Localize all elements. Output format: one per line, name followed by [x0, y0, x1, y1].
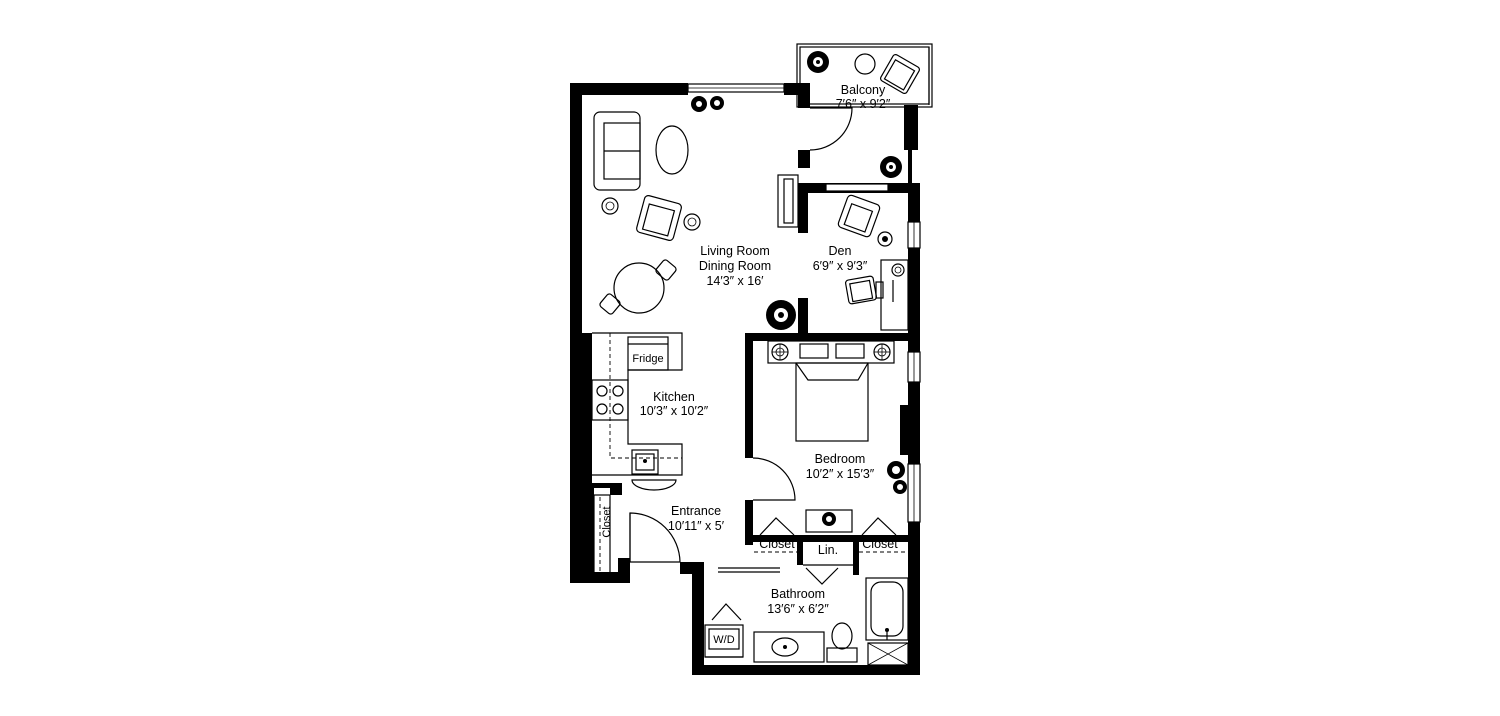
kitchen-sink-icon	[631, 449, 659, 475]
armchair-icon	[636, 195, 682, 241]
tv-stand-icon	[777, 174, 799, 228]
bathroom-fixtures: W/D	[704, 567, 909, 666]
plant-icon	[822, 512, 836, 526]
living-room-furniture	[593, 96, 799, 330]
kitchen-size: 10′3″ x 10′2″	[640, 404, 709, 418]
linen-door	[805, 567, 839, 585]
dishwasher-icon	[631, 479, 677, 491]
laundry-doors	[711, 603, 742, 621]
sofa-icon	[593, 111, 641, 191]
side-table-icon	[877, 231, 893, 247]
kitchen-area: Fridge	[591, 332, 683, 491]
entry-door	[629, 512, 681, 563]
closet-left-doors	[759, 517, 795, 536]
washer-dryer-icon: W/D	[704, 624, 744, 658]
bedroom-furniture: Closet Closet Lin.	[754, 340, 908, 566]
lamp-icon	[873, 343, 891, 361]
chair-icon	[880, 54, 920, 94]
balcony-name: Balcony	[841, 83, 886, 97]
bathtub-icon	[865, 577, 909, 641]
fridge-label: Fridge	[632, 353, 663, 365]
toilet-icon	[826, 622, 858, 663]
dining-room-name: Dining Room	[699, 259, 771, 273]
den-furniture	[837, 194, 909, 331]
entrance-name: Entrance	[671, 504, 721, 518]
linen-closet-label: Lin.	[818, 543, 838, 557]
storage-icon	[867, 642, 909, 666]
closet-right-doors	[861, 517, 897, 536]
lamp-icon	[771, 343, 789, 361]
plant-icon	[893, 480, 907, 494]
living-room-size: 14′3″ x 16′	[706, 274, 764, 288]
balcony-door	[809, 107, 853, 151]
bathroom-size: 13′6″ x 6′2″	[767, 602, 829, 616]
plant-icon	[880, 156, 902, 178]
side-table-icon	[854, 53, 876, 75]
vanity-icon	[805, 509, 853, 533]
den-name: Den	[829, 244, 852, 258]
den-size: 6′9″ x 9′3″	[813, 259, 868, 273]
bedroom-size: 10′2″ x 15′3″	[806, 467, 875, 481]
desk-icon	[880, 259, 909, 331]
plant-icon	[766, 300, 796, 330]
bathroom-sink-icon	[753, 631, 825, 663]
room-labels: Balcony 7′6″ x 9′2″ Living Room Dining R…	[640, 83, 891, 616]
desk-chair-icon	[845, 275, 877, 305]
walls	[570, 83, 921, 675]
bedroom-door	[752, 457, 796, 501]
bathroom-name: Bathroom	[771, 587, 825, 601]
entrance-area: Closet	[593, 457, 796, 574]
balcony-size: 7′6″ x 9′2″	[836, 97, 891, 111]
coffee-table-icon	[655, 125, 689, 175]
bedroom-name: Bedroom	[815, 452, 866, 466]
living-room-name: Living Room	[700, 244, 769, 258]
closet-left-label: Closet	[759, 537, 795, 551]
fridge-icon	[627, 336, 669, 371]
washer-dryer-label: W/D	[713, 634, 734, 646]
plant-icon	[710, 96, 724, 110]
plant-icon	[807, 51, 829, 73]
kitchen-name: Kitchen	[653, 390, 695, 404]
side-table-icon	[601, 197, 619, 215]
dining-table-icon	[599, 259, 677, 315]
armchair-icon	[837, 194, 881, 238]
entrance-size: 10′11″ x 5′	[668, 519, 725, 533]
stove-icon	[591, 379, 629, 421]
plant-icon	[691, 96, 707, 112]
closet-entry-label: Closet	[601, 506, 613, 537]
plant-icon	[887, 461, 905, 479]
bed-icon	[795, 362, 869, 442]
lamp-icon	[891, 263, 905, 277]
balcony-area	[796, 43, 933, 178]
closet-right-label: Closet	[862, 537, 898, 551]
side-table-icon	[683, 213, 701, 231]
